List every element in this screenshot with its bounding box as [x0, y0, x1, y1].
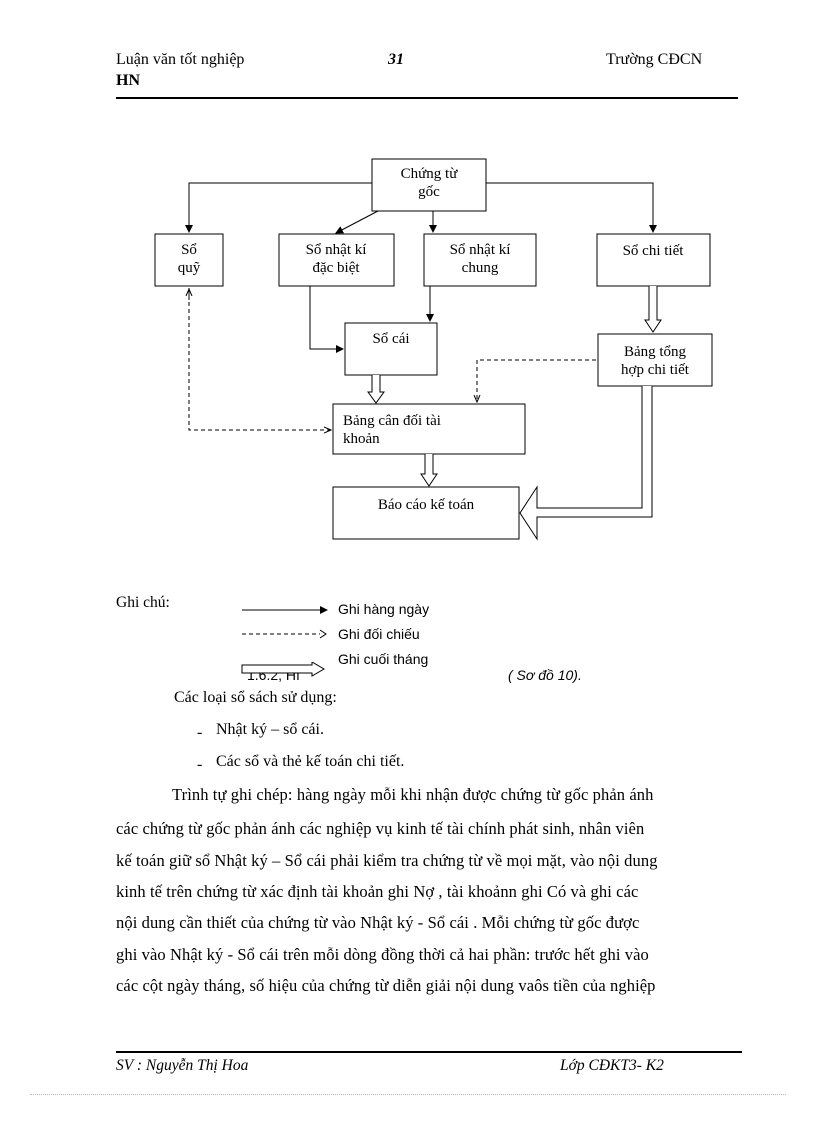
bullet-item-1: Nhật ký – sổ cái.	[216, 721, 324, 738]
header-rule	[116, 97, 738, 99]
hollow-arrow-bcd-to-baocao	[420, 454, 438, 487]
paragraph-line-1: Trình tự ghi chép: hàng ngày mỗi khi nhậ…	[172, 785, 654, 804]
header-school: Trường CĐCN	[606, 51, 703, 68]
bullet-marker-2: -	[197, 756, 203, 773]
node-bao-cao-ke-toan	[332, 486, 520, 540]
paragraph-line-6: ghi vào Nhật ký - Sổ cái trên mỗi dòng đ…	[116, 945, 649, 964]
page-number: 31	[388, 51, 404, 68]
hollow-arrow-bangth-to-baocao	[519, 386, 653, 541]
paragraph-line-5: nội dung cần thiết của chứng từ vào Nhật…	[116, 913, 640, 932]
node-bang-tong-hop-chi-tiet	[597, 333, 713, 387]
node-bang-tong-hop-chi-tiet-label-2: hợp chi tiết	[621, 362, 690, 378]
header-thesis-label: Luận văn tốt nghiệp	[116, 51, 245, 68]
header-thesis-label-cont: HN	[116, 72, 140, 89]
node-so-cai-label: Sổ cái	[372, 331, 409, 347]
node-chung-tu-goc-label-1: Chứng từ	[401, 166, 459, 182]
footer-student: SV : Nguyễn Thị Hoa	[116, 1057, 249, 1074]
node-chung-tu-goc-label-2: gốc	[418, 184, 440, 200]
paragraph-line-2: các chứng từ gốc phản ánh các nghiệp vụ …	[116, 819, 645, 838]
bullet-item-2: Các sổ và thẻ kế toán chi tiết.	[216, 753, 405, 770]
page-bottom-divider	[30, 1094, 786, 1095]
section-fragment-right: ( Sơ đồ 10).	[508, 667, 582, 683]
arrow-goc-to-chitiet	[486, 182, 657, 233]
node-chung-tu-goc	[371, 158, 487, 212]
footer-class: Lớp CĐKT3- K2	[560, 1057, 664, 1074]
books-heading: Các loại sổ sách sử dụng:	[174, 689, 337, 706]
node-bang-can-doi-tai-khoan	[332, 403, 526, 455]
legend-title: Ghi chú:	[116, 594, 170, 611]
accounting-flow-diagram: Chứng từ gốc Sổ quỹ Sổ nhật kí đặc biệt …	[154, 158, 713, 541]
hollow-arrow-chitiet-to-bangth	[644, 286, 662, 333]
node-so-nhat-ki-dac-biet-label-1: Sổ nhật kí	[306, 242, 367, 258]
footer-rule	[116, 1051, 742, 1053]
node-so-chi-tiet-label: Sổ chi tiết	[623, 243, 685, 259]
node-so-nhat-ki-dac-biet	[278, 233, 395, 287]
node-so-quy-label-1: Sổ	[181, 242, 197, 258]
bullet-marker-1: -	[197, 724, 203, 741]
node-bao-cao-ke-toan-label: Báo cáo kế toán	[378, 497, 475, 513]
paragraph-line-4: kinh tế trên chứng từ xác định tài khoản…	[116, 882, 639, 901]
arrow-nkdb-to-socai	[309, 286, 344, 353]
node-so-chi-tiet	[596, 233, 711, 287]
arrow-goc-to-quy	[185, 182, 372, 233]
legend-hollow-arrow-icon	[241, 662, 325, 677]
hollow-arrow-socai-to-bcd	[367, 375, 385, 404]
node-bang-tong-hop-chi-tiet-label-1: Bảng tổng	[624, 344, 687, 360]
node-so-nhat-ki-dac-biet-label-2: đặc biệt	[312, 260, 360, 276]
legend-daily-line-icon	[242, 606, 328, 614]
node-so-quy	[154, 233, 224, 287]
dashed-bangth-to-bcd	[477, 359, 596, 402]
arrow-goc-to-nkdb	[335, 210, 379, 234]
node-bang-can-doi-label-2: khoản	[343, 431, 380, 447]
node-so-nhat-ki-chung	[423, 233, 537, 287]
node-so-cai	[344, 322, 438, 376]
legend-compare-label: Ghi đối chiếu	[338, 626, 420, 642]
node-so-quy-label-2: quỹ	[178, 260, 201, 276]
legend-compare-line-icon	[242, 629, 327, 639]
node-so-nhat-ki-chung-label-2: chung	[462, 260, 499, 276]
legend-daily-label: Ghi hàng ngày	[338, 601, 430, 617]
dashed-quy-to-bcd	[188, 288, 331, 430]
paragraph-line-7: các cột ngày tháng, số hiệu của chứng từ…	[116, 976, 656, 995]
paragraph-line-3: kế toán giữ sổ Nhật ký – Sổ cái phải kiể…	[116, 851, 658, 870]
node-so-nhat-ki-chung-label-1: Sổ nhật kí	[450, 242, 511, 258]
node-bang-can-doi-label-1: Bảng cân đối tài	[343, 413, 441, 429]
legend-monthend-label: Ghi cuối tháng	[338, 651, 429, 667]
